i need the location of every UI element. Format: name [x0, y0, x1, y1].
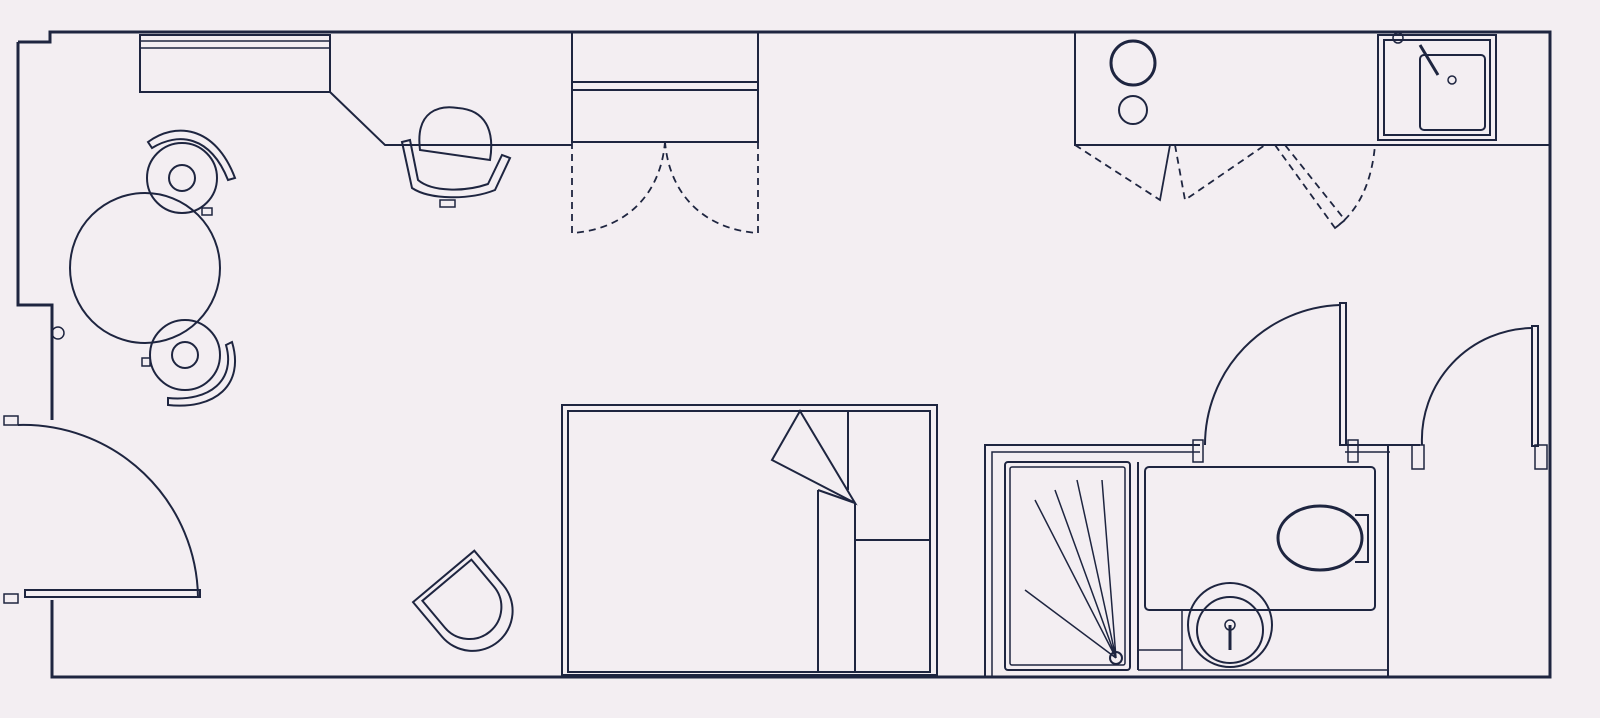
wardrobe [571, 31, 759, 234]
double-bed [561, 404, 938, 676]
hob [1109, 39, 1157, 125]
bathroom-walls [984, 439, 1548, 677]
bathroom-counter [1138, 466, 1388, 671]
desk [139, 34, 572, 146]
dining-table [69, 192, 221, 344]
entrance-door [17, 423, 201, 598]
shower [1004, 461, 1139, 671]
toilet [1276, 504, 1369, 572]
desk-chair [400, 106, 512, 208]
dining-chair [141, 319, 237, 407]
outer-walls [3, 30, 1552, 679]
armchair [411, 549, 514, 652]
kitchen-counter [1074, 32, 1550, 230]
bathroom-door [1204, 302, 1347, 446]
kitchen-sink [1377, 32, 1497, 141]
dining-chair [146, 129, 237, 216]
closet-door [1420, 325, 1539, 447]
washbasin [1187, 582, 1273, 668]
